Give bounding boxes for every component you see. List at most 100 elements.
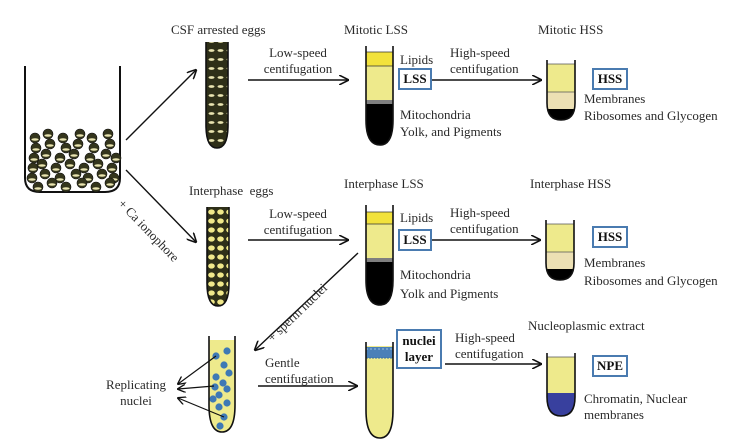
egg	[96, 168, 108, 180]
tube-replicating-nuclei	[208, 336, 236, 433]
lss-box-interphase: LSS	[398, 229, 432, 251]
egg	[40, 148, 52, 160]
tube-npe	[546, 353, 576, 417]
pointer-nuclei-2	[178, 386, 215, 389]
title-mitotic-hss: Mitotic HSS	[538, 22, 604, 37]
label-replicating-nuclei: Replicating nuclei	[100, 377, 172, 409]
label-line: Gentle	[265, 355, 300, 370]
egg	[70, 168, 82, 180]
title-mitotic-lss: Mitotic LSS	[344, 22, 408, 37]
nucleus-dot	[220, 361, 228, 369]
label-line: centifugation	[455, 346, 524, 361]
label-line: centifugation	[450, 221, 519, 236]
label-line: High-speed	[450, 45, 510, 60]
egg	[90, 181, 102, 193]
tube-mitotic-lss	[365, 46, 394, 146]
label-membranes-interphase: Membranes	[584, 255, 646, 270]
egg	[42, 128, 54, 140]
label-line: centifugation	[263, 61, 333, 76]
arrow-sperm-nuclei	[255, 252, 359, 350]
egg	[102, 128, 114, 140]
label-line: membranes	[584, 407, 644, 422]
egg	[39, 168, 51, 180]
label-line: High-speed	[455, 330, 515, 345]
nucleus-dot	[216, 422, 224, 430]
label-yolk-interphase: Yolk and Pigments	[400, 286, 499, 301]
label-line: centifugation	[265, 371, 334, 386]
egg	[26, 172, 38, 184]
title-csf-eggs: CSF arrested eggs	[171, 22, 266, 37]
tube-csf-eggs	[205, 42, 229, 149]
label-high-speed-mitotic: High-speed centifugation	[450, 45, 519, 77]
label-chromatin: Chromatin, Nuclear membranes	[584, 391, 687, 423]
egg	[76, 177, 88, 189]
label-line: Low-speed	[269, 45, 327, 60]
egg	[68, 148, 80, 160]
egg	[110, 152, 122, 164]
egg	[106, 162, 118, 174]
egg	[86, 132, 98, 144]
npe-box: NPE	[592, 355, 628, 377]
label-mitochondria-interphase: Mitochondria	[400, 267, 471, 282]
egg	[30, 142, 42, 154]
tube-interphase-hss	[545, 220, 575, 281]
nucleus-dot	[209, 395, 217, 403]
title-interphase-hss: Interphase HSS	[530, 176, 612, 191]
label-lipids-interphase: Lipids	[400, 210, 434, 225]
egg	[28, 152, 40, 164]
label-ribosomes-interphase: Ribosomes and Glycogen	[584, 273, 718, 288]
tube-interphase-lss	[365, 205, 394, 306]
label-lipids-mitotic: Lipids	[400, 52, 434, 67]
nucleus-dot	[212, 373, 220, 381]
egg	[88, 142, 100, 154]
egg	[100, 148, 112, 160]
hss-box-mitotic: HSS	[592, 68, 628, 90]
label-gentle-centrifugation: Gentle centifugation	[265, 355, 334, 387]
label-line: Replicating	[106, 377, 166, 392]
egg	[32, 181, 44, 193]
label-line: High-speed	[450, 205, 510, 220]
nuclei-dots	[209, 347, 233, 430]
egg	[72, 138, 84, 150]
label-line: Low-speed	[269, 206, 327, 221]
label-high-speed-nuclei: High-speed centifugation	[455, 330, 524, 362]
arrow-ca-ionophore	[125, 169, 196, 242]
egg	[92, 158, 104, 170]
title-nucleoplasmic-extract: Nucleoplasmic extract	[528, 318, 645, 333]
arrow-to-csf-eggs	[125, 70, 196, 141]
beaker-with-eggs	[24, 66, 122, 193]
egg	[84, 152, 96, 164]
nucleus-dot	[223, 347, 231, 355]
label-line: centifugation	[450, 61, 519, 76]
egg	[60, 142, 72, 154]
label-line: centifugation	[263, 222, 333, 237]
egg	[104, 177, 116, 189]
pointer-nuclei-1	[178, 355, 217, 384]
pointer-nuclei-3	[178, 398, 225, 418]
label-ribosomes-mitotic: Ribosomes and Glycogen	[584, 108, 718, 123]
label-low-speed-mitotic: Low-speed centifugation	[256, 45, 340, 77]
label-yolk-mitotic: Yolk, and Pigments	[400, 124, 502, 139]
egg	[54, 152, 66, 164]
label-line: nuclei	[120, 393, 152, 408]
lss-box-mitotic: LSS	[398, 68, 432, 90]
nucleus-dot	[223, 385, 231, 393]
nuclei-layer-box: nuclei layer	[396, 329, 442, 369]
egg	[74, 128, 86, 140]
title-interphase-eggs: Interphase eggs	[189, 183, 274, 198]
nucleus-dot	[215, 391, 223, 399]
egg	[44, 138, 56, 150]
egg	[29, 132, 41, 144]
box-line: nuclei	[402, 333, 436, 348]
label-membranes-mitotic: Membranes	[584, 91, 646, 106]
egg	[104, 138, 116, 150]
tube-mitotic-hss	[546, 60, 576, 121]
egg	[60, 181, 72, 193]
egg	[64, 158, 76, 170]
egg	[46, 177, 58, 189]
egg	[54, 172, 66, 184]
egg	[36, 158, 48, 170]
label-low-speed-interphase: Low-speed centifugation	[256, 206, 340, 238]
nucleus-dot	[223, 399, 231, 407]
